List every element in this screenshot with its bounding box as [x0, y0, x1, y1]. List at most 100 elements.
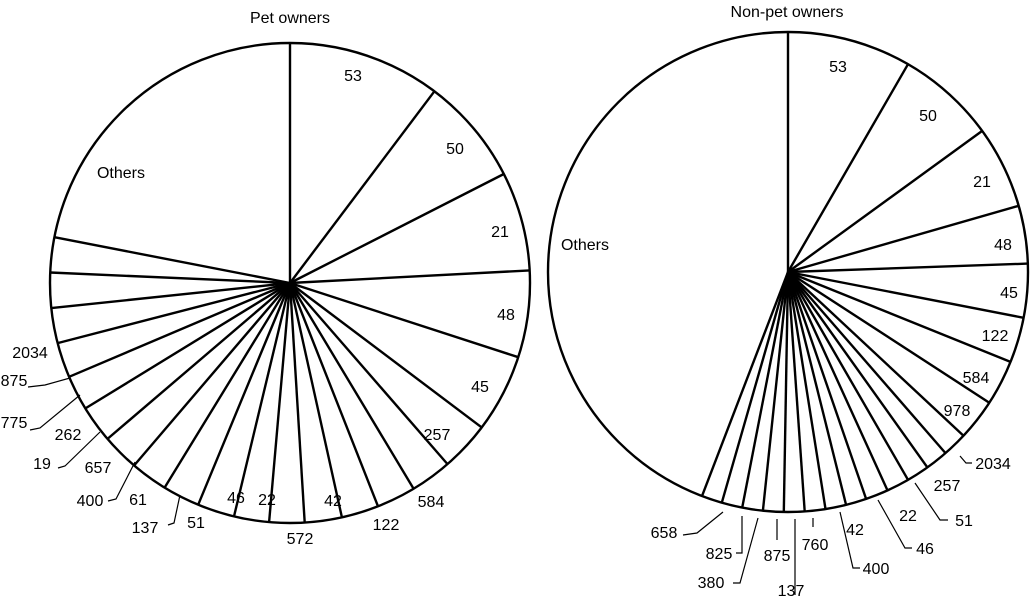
slice-label: 775 [1, 415, 28, 432]
slice-boundary-line [786, 271, 889, 491]
slice-boundary-line [786, 271, 868, 500]
slice-boundary-line [720, 271, 790, 504]
pie-chart-pet-owners: Pet owners 53 50 21 48 45 257 584 122 42… [1, 10, 532, 548]
slice-label: 50 [446, 141, 464, 158]
slice-label: 262 [55, 427, 82, 444]
slice-boundary-line [787, 129, 983, 273]
slice-label: 21 [973, 174, 991, 191]
slice-boundary-line [289, 269, 530, 285]
slice-label: 875 [1, 373, 28, 390]
slice-label: 22 [899, 508, 917, 525]
slice-boundary-line [50, 271, 291, 285]
slice-label: 400 [77, 493, 104, 510]
slice-boundary-line [786, 271, 806, 512]
pie-outline [48, 41, 532, 525]
slice-boundary-line [787, 204, 1020, 274]
slice-label: 21 [491, 224, 509, 241]
slice-label: 45 [471, 379, 489, 396]
slice-label: 122 [373, 517, 400, 534]
slice-label: 48 [497, 307, 515, 324]
slice-boundary-line [786, 271, 827, 510]
slice-label: 51 [955, 513, 973, 530]
slice-label: 825 [706, 546, 733, 563]
slice-boundary-line [106, 282, 291, 440]
slice-boundary-line [289, 90, 436, 284]
slice-label: 2034 [12, 345, 48, 362]
slice-boundary-line [288, 282, 306, 523]
slice-boundary-line [787, 271, 947, 454]
slice-boundaries [50, 43, 530, 523]
slice-boundary-line [289, 172, 505, 285]
slice-label: 45 [1000, 285, 1018, 302]
slice-labels: 53 50 21 48 45 257 584 122 42 572 22 46 … [1, 68, 515, 548]
slice-boundary-line [289, 281, 519, 359]
label-leader-lines [682, 455, 972, 595]
slice-label: 657 [85, 460, 112, 477]
slice-label: 380 [698, 575, 725, 592]
slice-boundary-line [787, 270, 1011, 364]
slice-label: 978 [944, 403, 971, 420]
slice-label-others: Others [97, 165, 145, 182]
slice-label: 137 [778, 583, 805, 600]
slice-boundary-line [786, 271, 848, 506]
slice-boundary-line [68, 281, 291, 378]
slice-boundary-line [787, 262, 1028, 274]
slice-label: 51 [187, 515, 205, 532]
slice-boundary-line [787, 271, 929, 469]
slice-label: 22 [258, 492, 276, 509]
slice-boundary-line [761, 271, 790, 511]
chart-title-non-pet-owners: Non-pet owners [731, 4, 844, 21]
pie-outline [546, 30, 1030, 514]
slice-boundary-line [289, 282, 483, 429]
slice-boundary-line [782, 271, 790, 513]
slice-label: 658 [651, 525, 678, 542]
slice-label: 46 [916, 541, 934, 558]
slice-label: 48 [994, 237, 1012, 254]
slice-boundary-line [232, 282, 292, 517]
slice-boundary-line [741, 271, 790, 508]
slice-boundary-line [51, 281, 291, 310]
slice-label: 61 [129, 492, 147, 509]
slice-label: 19 [33, 456, 51, 473]
slice-boundaries [700, 32, 1028, 513]
label-leader-lines [27, 377, 181, 526]
slice-label: 584 [418, 494, 445, 511]
slice-label: 584 [963, 370, 990, 387]
slice-boundary-line [163, 282, 292, 489]
slice-boundary-line [288, 282, 415, 490]
slice-label: 572 [287, 531, 314, 548]
slice-boundary-line [197, 282, 292, 506]
slice-boundary-line [787, 270, 990, 404]
slice-boundary-line [84, 281, 291, 410]
slice-boundary-line [133, 282, 291, 467]
slice-label: 400 [863, 561, 890, 578]
slice-label: 2034 [975, 456, 1011, 473]
slice-label: 42 [324, 493, 342, 510]
slice-label: 53 [829, 59, 847, 76]
slice-label: 875 [764, 548, 791, 565]
slice-boundary-line [57, 281, 291, 345]
slice-label: 42 [846, 522, 864, 539]
slice-label: 53 [344, 68, 362, 85]
slice-boundary-line [54, 236, 291, 285]
slice-boundary-line [786, 63, 910, 273]
slice-label-others: Others [561, 237, 609, 254]
pie-chart-non-pet-owners: Non-pet owners 53 50 21 48 45 122 584 97… [546, 4, 1030, 600]
slice-label: 257 [424, 427, 451, 444]
slice-labels: 53 50 21 48 45 122 584 978 2034 257 51 2… [561, 59, 1018, 600]
slice-label: 257 [934, 478, 961, 495]
slice-label: 122 [982, 328, 1009, 345]
slice-boundary-line [289, 282, 449, 465]
chart-title-pet-owners: Pet owners [250, 10, 330, 27]
slice-boundary-line [288, 282, 344, 518]
slice-label: 46 [227, 490, 245, 507]
slice-boundary-line [700, 271, 790, 497]
slice-label: 50 [919, 108, 937, 125]
slice-label: 760 [802, 537, 829, 554]
slice-boundary-line [288, 282, 380, 507]
slice-boundary-line [787, 270, 1024, 319]
slice-boundary-line [786, 271, 910, 481]
slice-boundary-line [787, 271, 965, 437]
slice-label: 137 [132, 520, 159, 537]
